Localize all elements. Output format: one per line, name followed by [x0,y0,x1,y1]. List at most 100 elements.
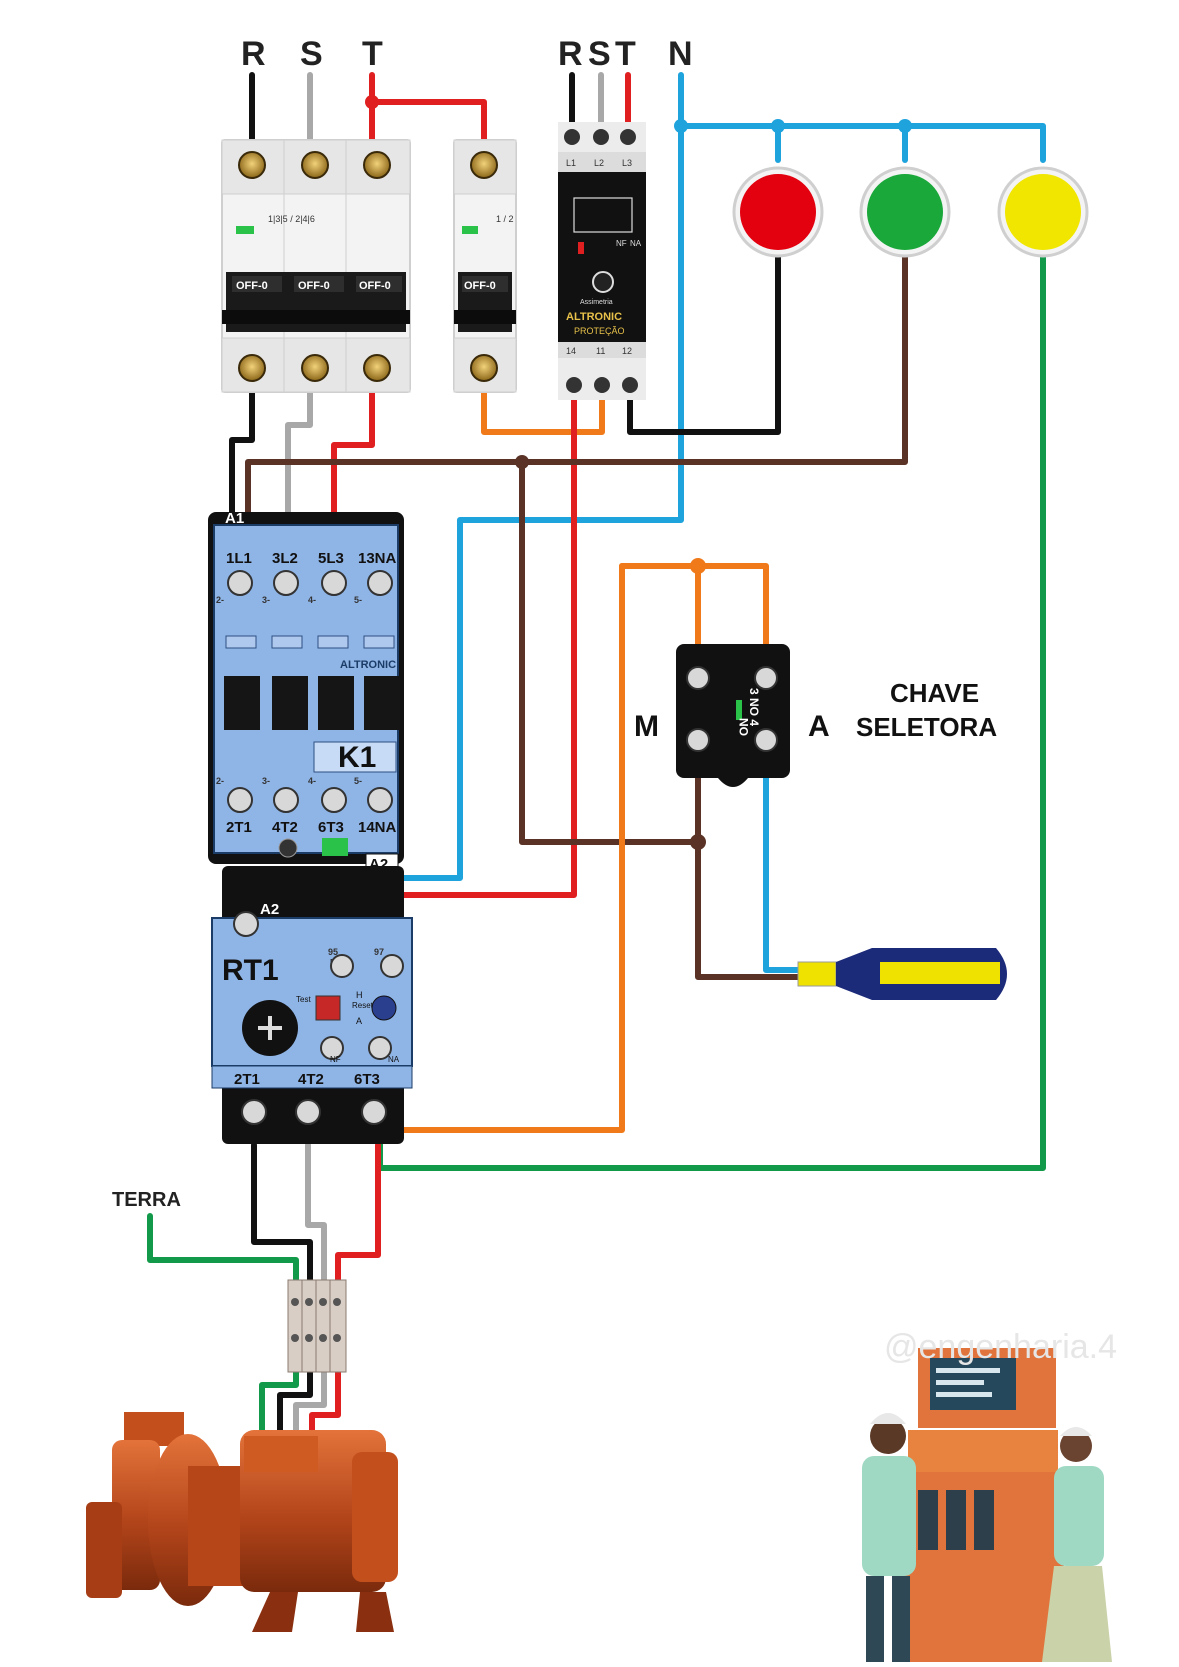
wire-relay-to-rt1 [375,397,577,905]
supply-labels: R S T R S T N [241,35,693,73]
three-pole-breaker[interactable]: 1|3|5 / 2|4|6 OFF-0 OFF-0 OFF-0 [221,139,411,393]
watermark: @engenharia.4 [884,1328,1117,1366]
breaker-1p-marks: 1 / 2 [496,214,514,224]
wire-motor-earth-drop [259,1367,299,1441]
k1-a1: A1 [225,510,244,527]
k1-top-1l1: 1L1 [226,550,252,567]
wire-earth [147,1213,299,1285]
selector-title-1: CHAVE [890,678,979,708]
rt1-h: H [356,990,363,1000]
wire-relay-to-red-lamp [627,252,781,435]
rt1-reset: Reset [352,1001,374,1010]
wire-t-to-1p-breaker [369,99,487,143]
wire-motor-grey [305,1142,327,1285]
rt1-test: Test [296,995,311,1004]
selector-switch[interactable]: 3 NO 4 ON M A CHAVE SELETORA [634,644,997,787]
status-led-icon [236,226,254,234]
wire-orange-selector [695,563,769,681]
pump-motor-icon [86,1412,398,1632]
status-led-icon [462,226,478,234]
relay-nf: NF [616,239,627,248]
protection-relay[interactable]: L1 L2 L3 NF NA Assimetria ALTRONIC PROTE… [558,122,646,400]
reset-button[interactable] [371,995,397,1021]
rt1-97: 97 [374,947,384,957]
k1-side-b5: 5- [354,776,362,786]
wire-l1 [229,389,255,523]
workers-illustration [862,1348,1112,1662]
relay-led-icon [578,242,584,254]
off-label-2: OFF-0 [298,280,330,292]
k1-bottom-2t1: 2T1 [226,819,252,836]
breaker-marks: 1|3|5 / 2|4|6 [268,214,315,224]
relay-bottom-11: 11 [596,346,605,356]
k1-side-4: 4- [308,595,316,605]
screw-icon [238,151,391,382]
label-t: T [362,35,383,73]
k1-side-2: 2- [216,595,224,605]
wire-motor-l1-drop [277,1367,313,1441]
wire-neutral [678,72,1046,163]
k1-bottom-4t2: 4T2 [272,819,298,836]
off-label-1: OFF-0 [236,280,268,292]
rt1-6t3: 6T3 [354,1071,380,1088]
wire-motor-black [251,1142,313,1285]
rt1-a2: A2 [260,901,279,918]
k1-side-3: 3- [262,595,270,605]
wire-l3 [331,389,375,523]
wire-l2 [285,389,313,523]
relay-bottom-12: 12 [622,346,632,356]
relay-top-l1: L1 [566,158,576,168]
green-lamp [859,166,951,258]
adjust-knob-icon[interactable] [592,271,614,293]
selector-left-label: M [634,710,659,743]
wire-motor-red [335,1142,381,1285]
yellow-lamp [997,166,1089,258]
wire-motor-l3-drop [309,1367,341,1441]
k1-bottom-14na: 14NA [358,819,397,836]
wire-brown-a1 [245,252,908,523]
rt1-2t1: 2T1 [234,1071,260,1088]
screw-icon [470,354,498,382]
contactor-k1[interactable]: A1 1L1 3L2 5L3 13NA 2- 3- 4- 5- ALTRONIC… [208,510,404,873]
rt1-95: 95 [328,947,338,957]
rt1-nf-bottom: NF [330,1055,341,1064]
selector-contact-upper: 3 NO 4 [747,688,761,726]
relay-function: Assimetria [580,299,613,306]
k1-top-13na: 13NA [358,550,397,567]
one-pole-breaker[interactable]: 1 / 2 OFF-0 [453,139,517,393]
indicator-lamps [732,166,1089,258]
wire-blue-float [763,737,803,973]
label-r: R [241,35,266,73]
k1-top-3l2: 3L2 [272,550,298,567]
relay-bottom-14: 14 [566,346,576,356]
test-button[interactable] [315,995,341,1021]
float-switch [797,948,1007,1000]
wire-motor-l2-drop [293,1367,327,1441]
rt1-a: A [356,1016,362,1026]
screw-icon [470,151,498,179]
rt1-4t2: 4T2 [298,1071,324,1088]
overload-relay-rt1[interactable]: A2 RT1 95 97 NF NA Test H Reset A NF NA … [211,866,413,1144]
screw-icon [227,570,393,813]
k1-side-b3: 3- [262,776,270,786]
selector-right-label: A [808,710,830,743]
junction-t [365,95,379,109]
selector-title-2: SELETORA [856,712,997,742]
k1-side-b4: 4- [308,776,316,786]
label-s2: S [588,35,611,73]
k1-top-5l3: 5L3 [318,550,344,567]
red-lamp [732,166,824,258]
relay-subtitle: PROTEÇÃO [574,326,625,336]
wire-brown-to-float [695,839,803,980]
k1-bottom-6t3: 6T3 [318,819,344,836]
label-r2: R [558,35,583,73]
relay-top-l3: L3 [622,158,632,168]
rt1-name: RT1 [222,954,279,987]
relay-na: NA [630,239,642,248]
k1-side-b2: 2- [216,776,224,786]
selector-contact-lower: ON [737,718,751,736]
k1-name: K1 [338,741,376,774]
label-s: S [300,35,323,73]
label-n: N [668,35,693,73]
